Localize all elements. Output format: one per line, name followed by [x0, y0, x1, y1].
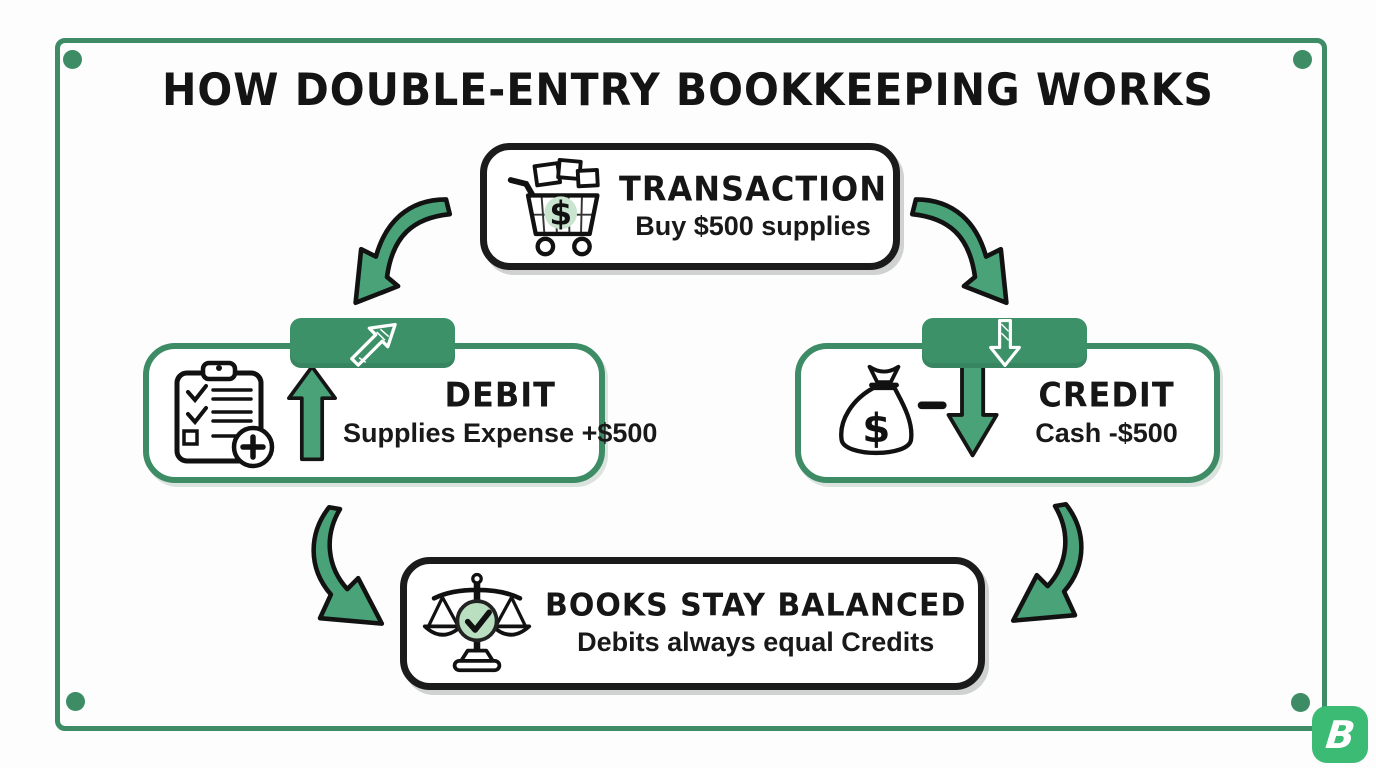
credit-detail: Cash -$500	[1035, 417, 1178, 448]
credit-text: CREDIT Cash -$500	[1009, 375, 1204, 449]
arrow-up-icon	[287, 364, 337, 462]
svg-text:$: $	[862, 404, 890, 452]
balance-scale-check-icon	[421, 569, 533, 679]
curved-arrow-debit-to-balance	[311, 505, 385, 626]
arrow-up-right-icon	[343, 319, 403, 367]
arrow-down-icon	[984, 317, 1026, 369]
brand-logo-letter: B	[1323, 712, 1357, 757]
shopping-cart-icon: $	[501, 155, 609, 259]
svg-text:$: $	[549, 194, 572, 232]
debit-label: DEBIT	[444, 375, 556, 416]
corner-dot-top-right	[1293, 50, 1312, 69]
balance-box: BOOKS STAY BALANCED Debits always equal …	[400, 557, 985, 690]
curved-arrow-transaction-to-debit	[353, 197, 453, 306]
corner-dot-top-left	[63, 50, 82, 69]
debit-tab	[290, 318, 455, 368]
money-bag-minus-icon: $	[819, 361, 1001, 465]
debit-text: DEBIT Supplies Expense +$500	[343, 375, 658, 449]
clipboard-checklist-plus-icon	[165, 357, 281, 469]
balance-label: BOOKS STAY BALANCED	[545, 586, 967, 624]
corner-dot-bottom-right	[1291, 693, 1310, 712]
transaction-box: $ TRANSACTION Buy $500 supplies	[480, 143, 900, 270]
debit-box: DEBIT Supplies Expense +$500	[143, 343, 657, 483]
corner-dot-bottom-left	[66, 692, 85, 711]
curved-arrow-credit-to-balance	[1010, 502, 1084, 623]
transaction-detail: Buy $500 supplies	[635, 211, 871, 242]
balance-text: BOOKS STAY BALANCED Debits always equal …	[545, 586, 967, 659]
brand-logo: B	[1312, 706, 1368, 763]
transaction-text: TRANSACTION Buy $500 supplies	[619, 168, 888, 243]
debit-detail: Supplies Expense +$500	[343, 417, 658, 448]
page-title: HOW DOUBLE-ENTRY BOOKKEEPING WORKS	[162, 64, 1214, 116]
curved-arrow-transaction-to-credit	[909, 197, 1009, 306]
credit-tab	[922, 318, 1087, 368]
transaction-label: TRANSACTION	[619, 168, 888, 209]
balance-detail: Debits always equal Credits	[577, 627, 935, 658]
credit-label: CREDIT	[1038, 375, 1175, 416]
border-frame	[55, 38, 1327, 731]
